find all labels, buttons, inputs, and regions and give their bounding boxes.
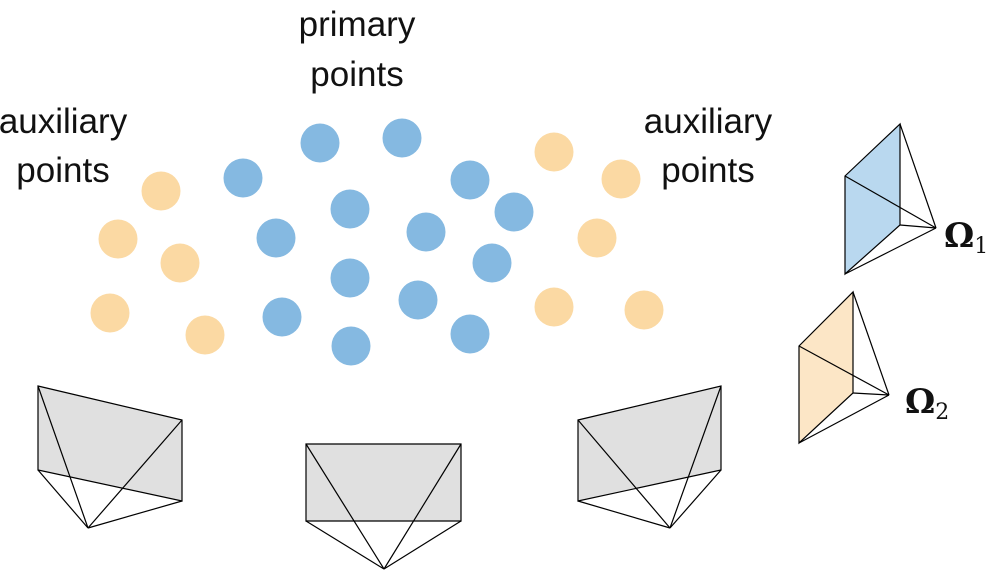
- primary-point-3: [223, 158, 263, 198]
- omega2-frustum: [798, 290, 890, 445]
- auxiliary-point-4: [90, 293, 130, 333]
- primary-points-label-line1: primary: [299, 5, 416, 44]
- auxiliary-point-2: [98, 219, 138, 259]
- omega2-plane: [798, 290, 854, 445]
- auxiliary-points-left-label-line1: auxiliary: [0, 102, 128, 141]
- auxiliary-point-10: [624, 290, 664, 330]
- primary-point-7: [406, 212, 446, 252]
- auxiliary-points-right-label-line1: auxiliary: [644, 102, 773, 141]
- omega1-label: Ω1: [944, 216, 988, 259]
- omega2-label: Ω2: [905, 382, 949, 425]
- camera-right-image-plane: [577, 385, 722, 502]
- primary-point-5: [494, 192, 534, 232]
- primary-point-13: [450, 314, 490, 354]
- auxiliary-point-6: [534, 132, 574, 172]
- primary-point-9: [472, 243, 512, 283]
- primary-point-12: [262, 297, 302, 337]
- primary-point-8: [256, 218, 296, 258]
- omega1-frustum: [844, 122, 937, 276]
- primary-point-4: [450, 160, 490, 200]
- auxiliary-points-group: [90, 132, 664, 355]
- auxiliary-points-left-label-line2: points: [16, 151, 109, 190]
- primary-points-label-line2: points: [310, 55, 403, 94]
- omega2-symbol: Ω: [905, 382, 935, 422]
- camera-left: [37, 385, 183, 529]
- primary-point-1: [300, 123, 340, 163]
- primary-points-group: [223, 118, 534, 366]
- primary-point-10: [330, 258, 370, 298]
- primary-point-2: [382, 118, 422, 158]
- omega1-symbol: Ω: [944, 216, 974, 256]
- camera-left-image-plane: [37, 385, 183, 502]
- primary-point-11: [398, 280, 438, 320]
- auxiliary-point-9: [534, 287, 574, 327]
- auxiliary-point-1: [141, 171, 181, 211]
- auxiliary-points-right-label-line2: points: [661, 151, 754, 190]
- camera-right: [577, 385, 722, 529]
- auxiliary-point-3: [160, 243, 200, 283]
- auxiliary-point-5: [185, 315, 225, 355]
- auxiliary-point-7: [601, 159, 641, 199]
- omega1-subscript: 1: [974, 234, 988, 259]
- omega2-subscript: 2: [935, 400, 949, 425]
- primary-point-14: [331, 326, 371, 366]
- primary-point-6: [330, 189, 370, 229]
- auxiliary-point-8: [577, 218, 617, 258]
- camera-center: [305, 443, 462, 570]
- omega1-plane: [844, 122, 901, 276]
